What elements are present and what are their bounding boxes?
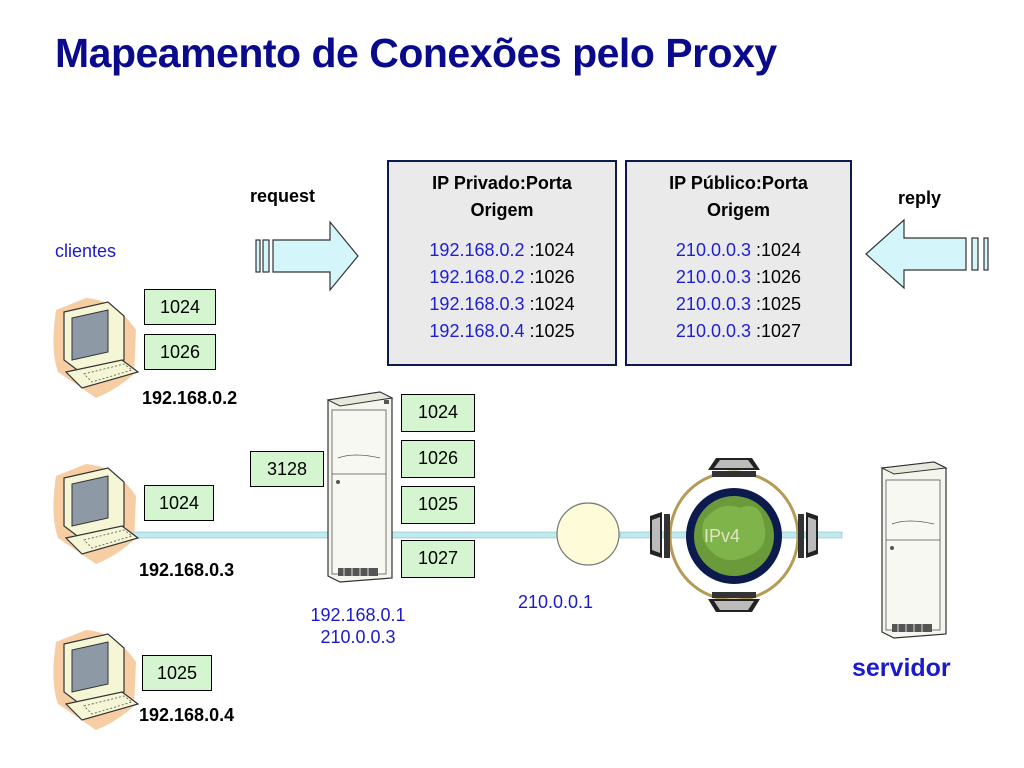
row-ip: 192.168.0.3 (429, 294, 525, 314)
public-mapping-table: IP Público:Porta Origem 210.0.0.3 :1024 … (625, 160, 852, 366)
private-table-header: IP Privado:Porta (432, 173, 572, 193)
proxy-public-ip: 210.0.0.3 (320, 627, 396, 647)
client2-port-1: 1024 (144, 485, 214, 521)
router-ip: 210.0.0.1 (518, 592, 594, 612)
proxy-ip-labels: 192.168.0.1 210.0.0.3 (298, 604, 418, 648)
client-computer-icon (53, 298, 140, 398)
row-ip: 210.0.0.3 (675, 321, 751, 341)
row-port: :1027 (756, 321, 802, 341)
row-ip: 210.0.0.3 (675, 294, 751, 314)
public-table-header: IP Público:Porta (669, 173, 808, 193)
client-computer-icon (53, 630, 140, 730)
row-ip: 192.168.0.2 (429, 267, 525, 287)
table-row: 210.0.0.3 :1027 (627, 318, 850, 345)
client2-ip: 192.168.0.3 (139, 560, 235, 580)
proxy-port-3: 1025 (401, 486, 475, 524)
client1-port-1: 1024 (144, 289, 216, 325)
row-port: :1025 (756, 294, 802, 314)
public-table-header-2: Origem (706, 200, 771, 220)
table-row: 210.0.0.3 :1025 (627, 291, 850, 318)
private-table-header-2: Origem (470, 200, 534, 220)
row-port: :1026 (529, 267, 575, 287)
table-row: 192.168.0.2 :1024 (389, 237, 615, 264)
row-ip: 210.0.0.3 (675, 267, 751, 287)
row-port: :1024 (756, 240, 802, 260)
page-title: Mapeamento de Conexões pelo Proxy (55, 30, 777, 76)
table-row: 192.168.0.2 :1026 (389, 264, 615, 291)
reply-label: reply (898, 188, 942, 208)
table-row: 210.0.0.3 :1026 (627, 264, 850, 291)
row-ip: 210.0.0.3 (675, 240, 751, 260)
client3-port-1: 1025 (142, 655, 212, 691)
private-mapping-table: IP Privado:Porta Origem 192.168.0.2 :102… (387, 160, 617, 366)
table-row: 210.0.0.3 :1024 (627, 237, 850, 264)
clientes-label: clientes (55, 241, 117, 261)
table-row: 192.168.0.3 :1024 (389, 291, 615, 318)
request-arrow-icon (255, 220, 359, 292)
proxy-port-2: 1026 (401, 440, 475, 478)
row-port: :1026 (756, 267, 802, 287)
client1-ip: 192.168.0.2 (142, 388, 238, 408)
table-row: 192.168.0.4 :1025 (389, 318, 615, 345)
client3-ip: 192.168.0.4 (139, 705, 235, 725)
proxy-port-4: 1027 (401, 540, 475, 578)
servidor-label: servidor (852, 654, 951, 682)
proxy-listen-port: 3128 (250, 451, 324, 487)
proxy-private-ip: 192.168.0.1 (310, 605, 406, 625)
proxy-router-line (367, 531, 559, 539)
lan-line (129, 531, 331, 539)
reply-arrow-icon (865, 218, 989, 290)
router-icon (556, 502, 620, 566)
row-ip: 192.168.0.2 (429, 240, 525, 260)
ipv4-label: IPv4 (704, 526, 741, 546)
internet-ipv4-icon (650, 458, 818, 612)
client1-port-2: 1026 (144, 334, 216, 370)
proxy-port-1: 1024 (401, 394, 475, 432)
row-port: :1024 (529, 294, 575, 314)
request-label: request (250, 186, 316, 206)
row-port: :1024 (529, 240, 575, 260)
row-port: :1025 (529, 321, 575, 341)
row-ip: 192.168.0.4 (429, 321, 525, 341)
client-computer-icon (53, 464, 140, 564)
remote-server-icon (880, 461, 948, 639)
proxy-server-icon (326, 391, 394, 583)
